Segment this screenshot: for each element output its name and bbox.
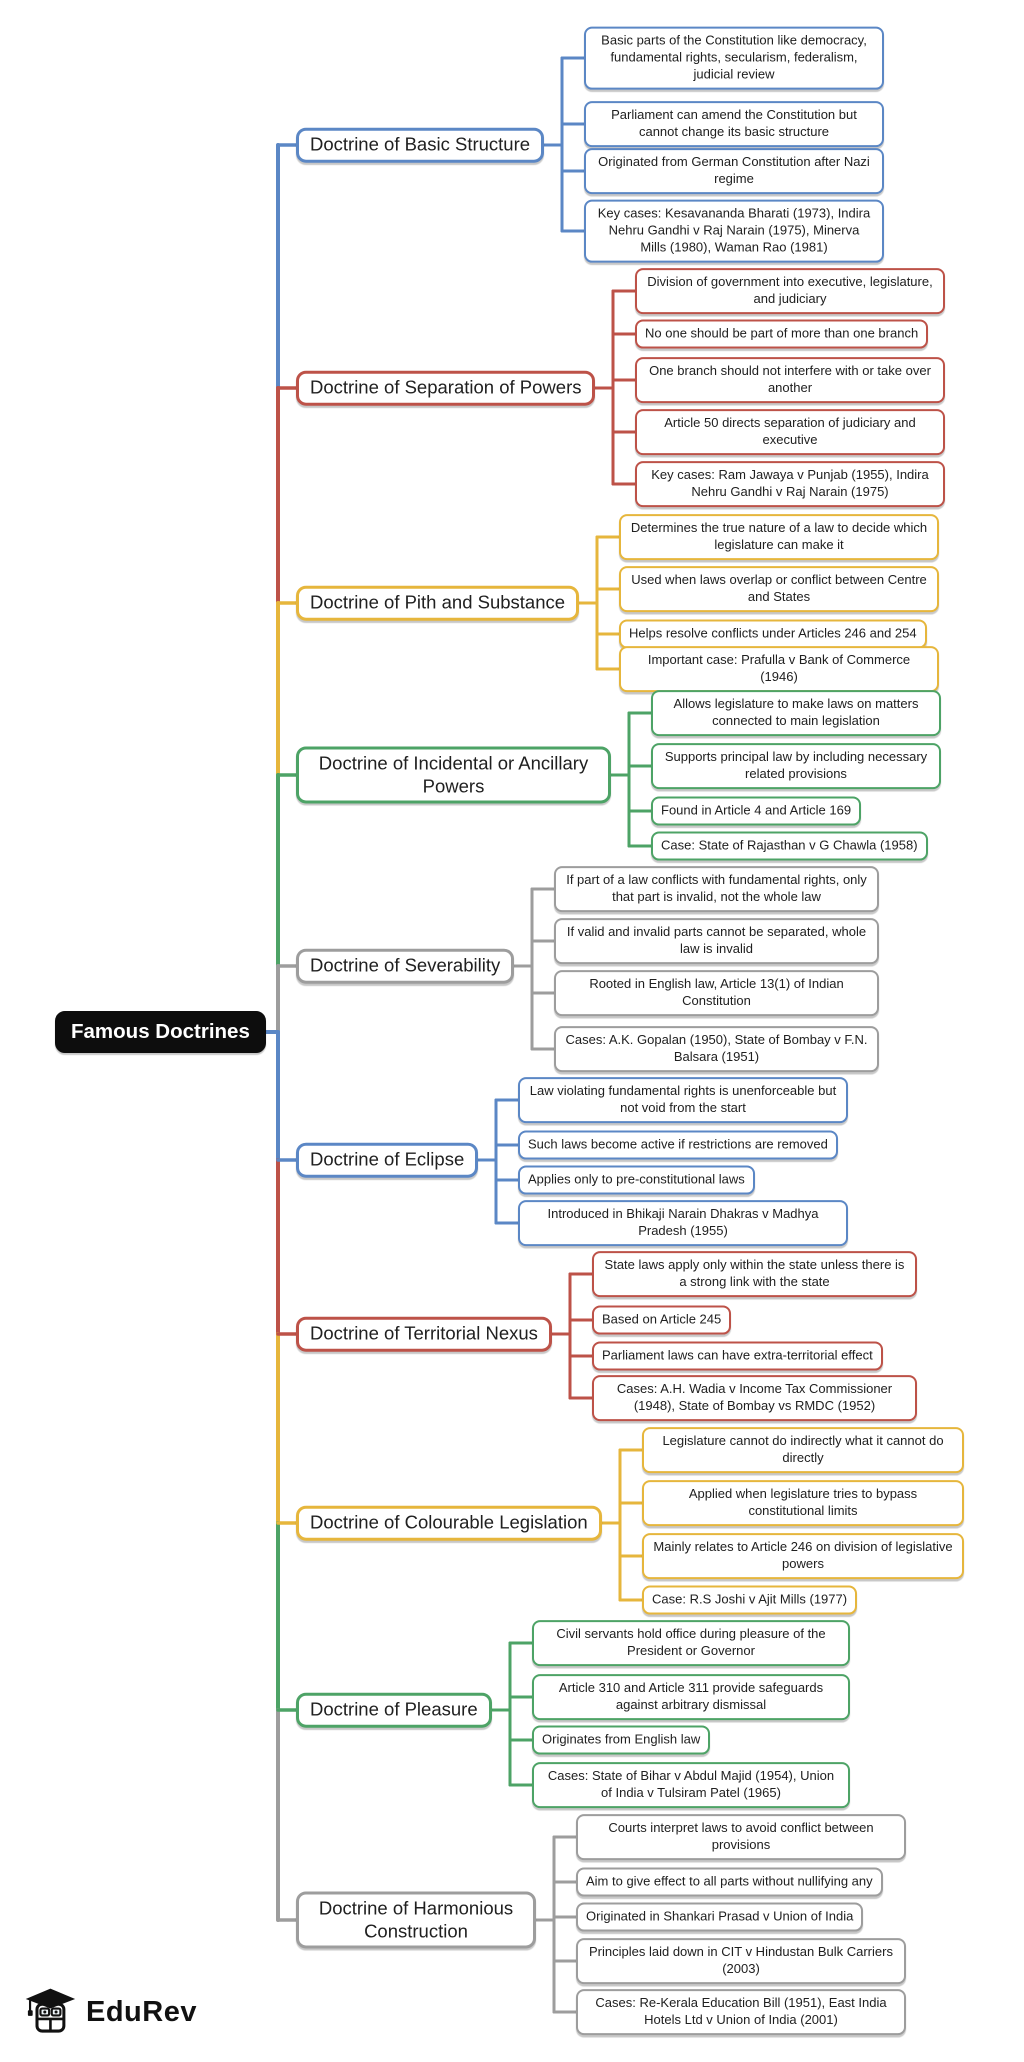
leaf-note[interactable]: Mainly relates to Article 246 on divisio… [642,1533,964,1579]
leaf-note[interactable]: Applies only to pre-constitutional laws [518,1165,755,1195]
leaf-note[interactable]: Parliament laws can have extra-territori… [592,1341,883,1371]
branch-doctrine-of-basic-structure[interactable]: Doctrine of Basic Structure [296,127,545,163]
leaf-note[interactable]: Originated in Shankari Prasad v Union of… [576,1902,864,1932]
leaf-note[interactable]: Legislature cannot do indirectly what it… [642,1427,964,1473]
leaf-note[interactable]: Originates from English law [532,1725,711,1755]
edurev-graduation-cap-icon [25,1988,76,2033]
leaf-note[interactable]: No one should be part of more than one b… [635,319,929,349]
leaf-note[interactable]: Supports principal law by including nece… [651,743,941,789]
leaf-note[interactable]: Division of government into executive, l… [635,268,945,314]
leaf-note[interactable]: Key cases: Kesavananda Bharati (1973), I… [584,199,884,263]
leaf-note[interactable]: If part of a law conflicts with fundamen… [554,866,879,912]
leaf-note[interactable]: Cases: A.H. Wadia v Income Tax Commissio… [592,1375,917,1421]
leaf-note[interactable]: Based on Article 245 [592,1305,732,1335]
leaf-note[interactable]: Article 310 and Article 311 provide safe… [532,1674,850,1720]
leaf-note[interactable]: Cases: State of Bihar v Abdul Majid (195… [532,1762,850,1808]
leaf-note[interactable]: Helps resolve conflicts under Articles 2… [619,619,927,649]
leaf-note[interactable]: Article 50 directs separation of judicia… [635,409,945,455]
leaf-note[interactable]: Determines the true nature of a law to d… [619,514,939,560]
branch-doctrine-of-incidental-or-ancillary-powers[interactable]: Doctrine of Incidental or Ancillary Powe… [296,746,611,804]
branch-doctrine-of-severability[interactable]: Doctrine of Severability [296,948,515,984]
branch-doctrine-of-harmonious-construction[interactable]: Doctrine of Harmonious Construction [296,1891,536,1949]
leaf-note[interactable]: Aim to give effect to all parts without … [576,1867,883,1897]
leaf-note[interactable]: Important case: Prafulla v Bank of Comme… [619,646,939,692]
leaf-note[interactable]: Courts interpret laws to avoid conflict … [576,1814,906,1860]
leaf-note[interactable]: Civil servants hold office during pleasu… [532,1620,850,1666]
edurev-logo-text: EduRev [86,1995,197,2028]
leaf-note[interactable]: Principles laid down in CIT v Hindustan … [576,1938,906,1984]
leaf-note[interactable]: State laws apply only within the state u… [592,1251,917,1297]
leaf-note[interactable]: Such laws become active if restrictions … [518,1130,838,1160]
leaf-note[interactable]: Introduced in Bhikaji Narain Dhakras v M… [518,1200,848,1246]
leaf-note[interactable]: Parliament can amend the Constitution bu… [584,101,884,147]
leaf-note[interactable]: Applied when legislature tries to bypass… [642,1480,964,1526]
leaf-note[interactable]: One branch should not interfere with or … [635,357,945,403]
branch-doctrine-of-pith-and-substance[interactable]: Doctrine of Pith and Substance [296,585,580,621]
edurev-logo: EduRev [24,1986,197,2038]
branch-doctrine-of-separation-of-powers[interactable]: Doctrine of Separation of Powers [296,370,596,406]
leaf-note[interactable]: Originated from German Constitution afte… [584,148,884,194]
root-node-famous-doctrines[interactable]: Famous Doctrines [55,1011,266,1053]
leaf-note[interactable]: Found in Article 4 and Article 169 [651,796,862,826]
leaf-note[interactable]: Case: State of Rajasthan v G Chawla (195… [651,831,928,861]
leaf-note[interactable]: Law violating fundamental rights is unen… [518,1077,848,1123]
leaf-note[interactable]: Key cases: Ram Jawaya v Punjab (1955), I… [635,461,945,507]
branch-doctrine-of-eclipse[interactable]: Doctrine of Eclipse [296,1142,479,1178]
leaf-note[interactable]: If valid and invalid parts cannot be sep… [554,918,879,964]
leaf-note[interactable]: Case: R.S Joshi v Ajit Mills (1977) [642,1585,858,1615]
leaf-note[interactable]: Used when laws overlap or conflict betwe… [619,566,939,612]
branch-doctrine-of-colourable-legislation[interactable]: Doctrine of Colourable Legislation [296,1505,602,1541]
branch-doctrine-of-pleasure[interactable]: Doctrine of Pleasure [296,1692,492,1728]
leaf-note[interactable]: Cases: A.K. Gopalan (1950), State of Bom… [554,1026,879,1072]
branch-doctrine-of-territorial-nexus[interactable]: Doctrine of Territorial Nexus [296,1316,552,1352]
leaf-note[interactable]: Cases: Re-Kerala Education Bill (1951), … [576,1989,906,2035]
leaf-note[interactable]: Basic parts of the Constitution like dem… [584,26,884,90]
leaf-note[interactable]: Rooted in English law, Article 13(1) of … [554,970,879,1016]
leaf-note[interactable]: Allows legislature to make laws on matte… [651,690,941,736]
